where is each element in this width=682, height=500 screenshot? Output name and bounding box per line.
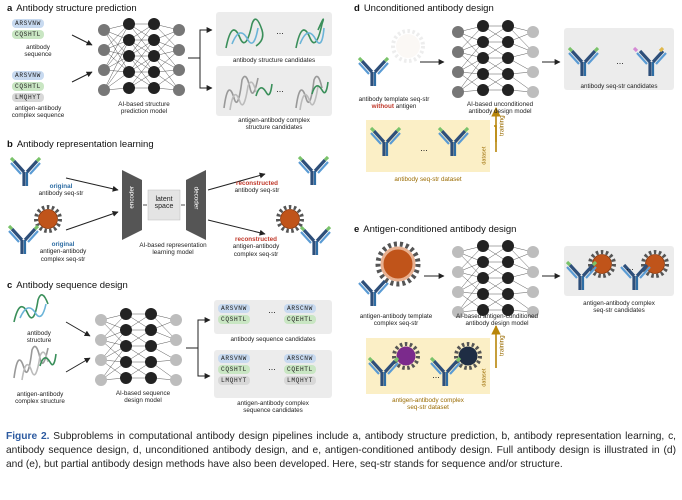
complex-seq-str-candidates-label: antigen-antibody complex seq-str candida… <box>583 300 655 315</box>
figure-graphics <box>0 12 674 398</box>
sequence-chip: ARSCNW <box>284 354 316 363</box>
panel-a-structure-candidates <box>216 12 332 116</box>
sequence-chip: ARSVNW <box>218 354 250 363</box>
antigen-conditioned-model-label: AI-based antigen-conditioned antibody de… <box>456 313 538 328</box>
ellipsis: ... <box>276 84 284 94</box>
sequence-chip: CQSHTL <box>218 365 250 374</box>
sequence-candidates-label: antibody sequence candidates <box>230 336 316 343</box>
ellipsis: ... <box>268 305 276 315</box>
decoder-label: decoder <box>192 186 200 210</box>
representation-model-label: AI-based representation learning model <box>139 242 207 257</box>
sequence-chip: CQSHTL <box>12 30 44 39</box>
sequence-chip: CQEHTL <box>284 365 316 374</box>
sequence-chip: CQSHTL <box>12 82 44 91</box>
antibody-structure-label: antibody structure <box>26 330 52 345</box>
complex-structure-candidates-label: antigen-antibody complex structure candi… <box>238 117 310 132</box>
panel-d-diagram <box>359 20 674 172</box>
panel-b-diagram <box>9 157 330 255</box>
sequence-chip: ARSVNW <box>12 19 44 28</box>
dataset-tag: dataset <box>481 146 488 165</box>
sequence-chip: ARSCNW <box>284 304 316 313</box>
complex-structure-label: antigen-antibody complex structure <box>15 391 65 406</box>
unconditioned-model-label: AI-based unconditioned antibody design m… <box>466 101 534 116</box>
sequence-chip: LMQHYT <box>284 376 316 385</box>
dataset-label: antibody seq-str dataset <box>394 176 462 183</box>
structure-candidates-label: antibody structure candidates <box>232 57 316 64</box>
structure-model-label: AI-based structure prediction model <box>118 101 170 116</box>
sequence-chip: LMQHYT <box>12 93 44 102</box>
ellipsis: ... <box>626 262 634 272</box>
dataset-tag: dataset <box>481 368 488 387</box>
complex-sequence-label: antigen-antibody complex sequence <box>11 105 65 120</box>
figure-caption: Figure 2. Subproblems in computational a… <box>6 431 676 470</box>
panel-e-diagram <box>357 240 674 394</box>
sequence-chip: CQEHTL <box>284 315 316 324</box>
sequence-chip: ARSVNW <box>12 71 44 80</box>
sequence-chip: ARSVNW <box>218 304 250 313</box>
panel-a-network <box>71 18 213 96</box>
training-label: training <box>498 335 506 356</box>
sequence-design-model-label: AI-based sequence design model <box>115 390 171 405</box>
antibody-sequence-label: antibody sequence <box>24 44 52 59</box>
latent-space-label: latent space <box>154 196 174 211</box>
ellipsis: ... <box>616 56 624 66</box>
ellipsis: ... <box>268 362 276 372</box>
sequence-chip: LMQHYT <box>218 376 250 385</box>
seq-str-candidates-label: antibody seq-str candidates <box>580 83 658 90</box>
complex-dataset-label: antigen-antibody complex seq-str dataset <box>392 397 464 412</box>
ellipsis: ... <box>276 26 284 36</box>
sequence-chip: CQSHTL <box>218 315 250 324</box>
ellipsis: ... <box>420 143 428 153</box>
complex-template-label: antigen-antibody template complex seq-st… <box>359 313 433 328</box>
encoder-label: encoder <box>128 185 136 209</box>
complex-sequence-candidates-label: antigen-antibody complex sequence candid… <box>237 400 309 415</box>
ellipsis: ... <box>432 370 440 380</box>
training-label: training <box>498 115 506 136</box>
